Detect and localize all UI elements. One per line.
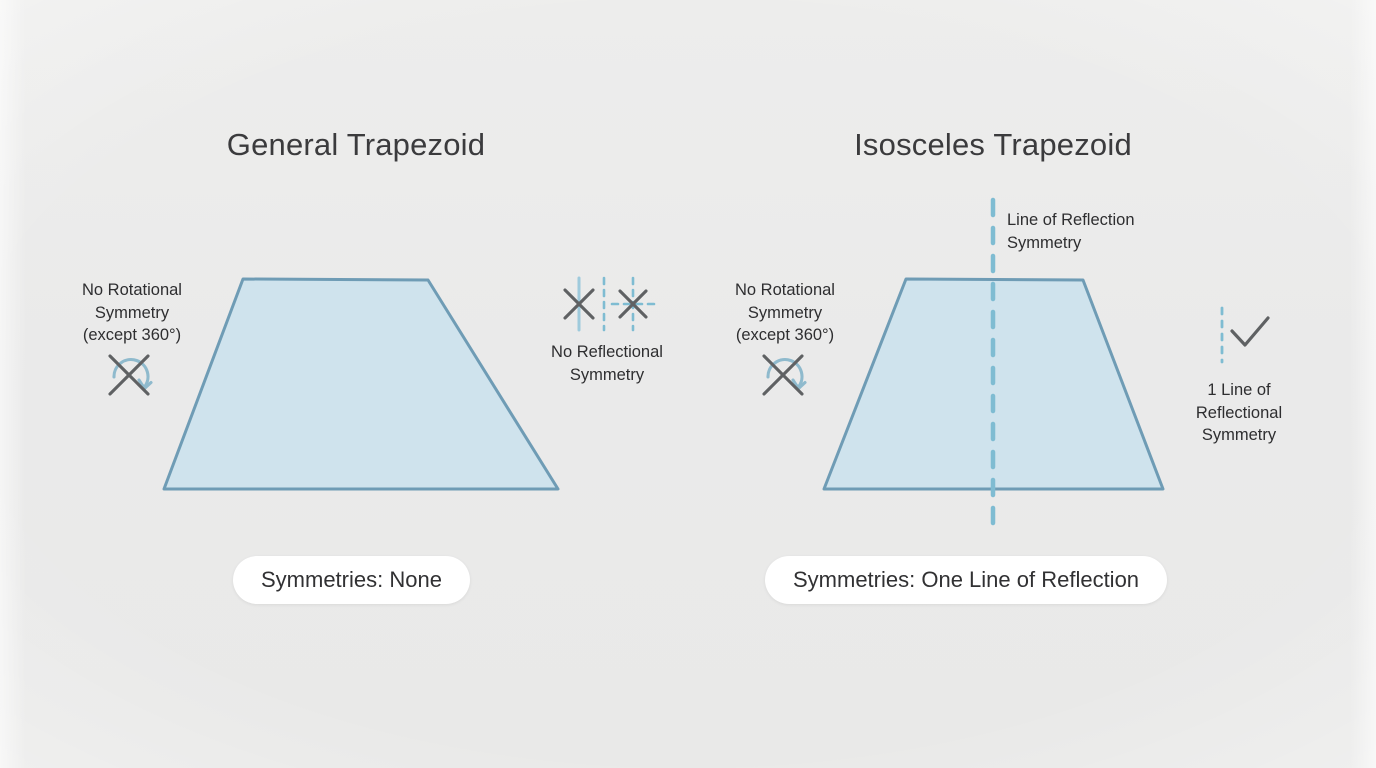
no-rotation-icon [108, 354, 153, 396]
general-trapezoid-shape [162, 277, 560, 491]
panel-title-isosceles: Isosceles Trapezoid [854, 127, 1132, 162]
general-rotational-note: No Rotational Symmetry (except 360°) [82, 281, 182, 344]
general-reflection-note: No Reflectional Symmetry [551, 343, 663, 384]
check-icon [1220, 306, 1270, 364]
isosceles-summary-pill[interactable]: Symmetries: One Line of Reflection [765, 556, 1168, 604]
reflection-axis-label: Line of Reflection Symmetry [1007, 211, 1135, 252]
no-reflection-icon [563, 276, 657, 332]
isosceles-rotational-note: No Rotational Symmetry (except 360°) [735, 281, 835, 344]
general-summary-pill-label: Symmetries: None [261, 567, 442, 592]
isosceles-reflection-note: 1 Line of Reflectional Symmetry [1195, 381, 1283, 444]
panel-title-general: General Trapezoid [226, 127, 486, 162]
isosceles-summary-pill-label: Symmetries: One Line of Reflection [793, 567, 1140, 592]
no-rotation-icon [762, 354, 807, 396]
general-summary-pill[interactable]: Symmetries: None [233, 556, 470, 604]
